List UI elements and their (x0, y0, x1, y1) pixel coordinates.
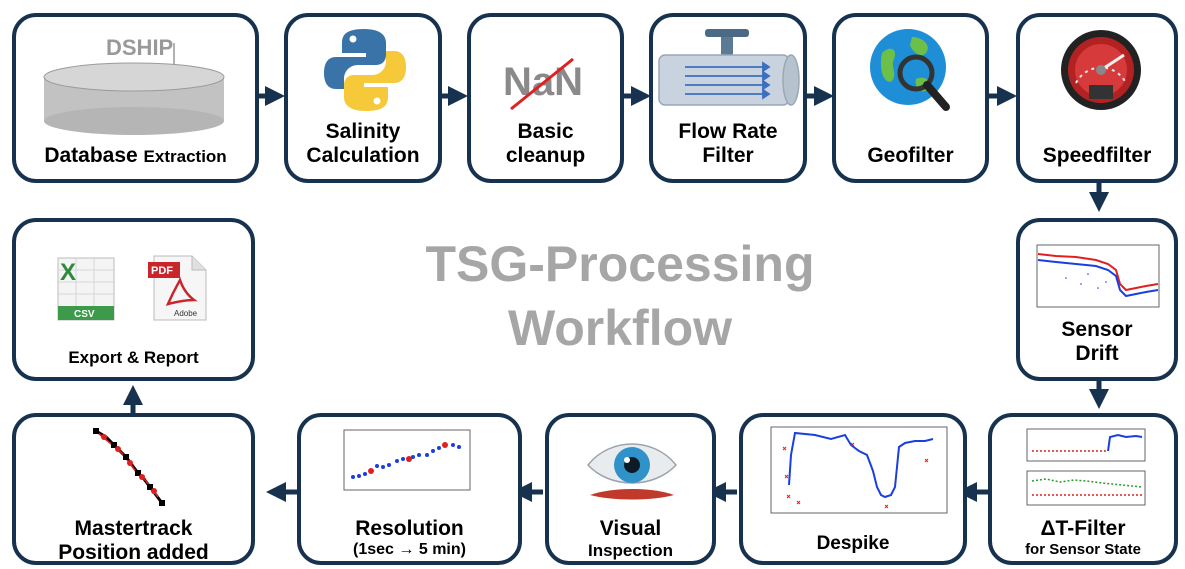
step-dtfilter-label: ΔT-Filter for Sensor State (992, 517, 1174, 558)
adobe-label: Adobe (174, 309, 198, 318)
step-despike: Despike (739, 413, 967, 565)
speedometer-icon (1061, 30, 1141, 110)
step-visual-label: Visual Inspection (549, 517, 712, 561)
step-salinity-line1: Salinity (325, 120, 401, 143)
step-despike-label: Despike (816, 533, 890, 554)
step-speedfilter-label: Speedfilter (1042, 144, 1152, 167)
step-drift-label: Sensor Drift (1020, 318, 1174, 366)
step-database-label-small: Extraction (143, 147, 227, 166)
pdf-file-icon: PDF Adobe (148, 255, 207, 321)
step-visual-line1: Visual (599, 517, 662, 540)
step-flowrate-line1: Flow Rate (678, 120, 778, 143)
step-flowrate-label: Flow Rate Filter (653, 120, 803, 168)
step-drift-line1: Sensor (1061, 318, 1133, 341)
step-salinity-label: Salinity Calculation (288, 120, 438, 168)
pipe-valve-icon (658, 29, 800, 106)
step-resolution-label: Resolution (1sec → 5 min) (301, 517, 518, 560)
step-database-label: Database Extraction (16, 144, 255, 168)
step-database-label-main: Database (44, 144, 138, 167)
step-dt-filter: ΔT-Filter for Sensor State (988, 413, 1178, 565)
resolution-plot-icon (343, 429, 471, 491)
step-cleanup-label: Basic cleanup (471, 120, 620, 168)
step-sensor-drift: Sensor Drift (1016, 218, 1178, 381)
step-resolution-line2: (1sec → 5 min) (353, 541, 466, 559)
step-cleanup-line1: Basic (517, 120, 574, 143)
pdf-label: PDF (151, 265, 173, 277)
nan-crossed-icon: NaN (503, 57, 583, 111)
csv-label: CSV (74, 309, 95, 320)
step-mastertrack-label: Mastertrack Position added (16, 517, 251, 565)
step-dtfilter-line1: ΔT-Filter (1040, 517, 1126, 540)
database-cylinder-icon: DSHIP (43, 35, 225, 135)
step-resolution: Resolution (1sec → 5 min) (297, 413, 522, 565)
workflow-title-line2: Workflow (507, 300, 733, 356)
step-resolution-line1: Resolution (355, 517, 464, 540)
python-logo-icon (324, 29, 406, 111)
step-database-extraction: DSHIP Database Extraction (12, 13, 259, 183)
sensor-state-plot-icon (1026, 428, 1146, 506)
step-export-report: X CSV PDF Adobe Export & Report (12, 218, 255, 381)
step-geofilter-label: Geofilter (867, 144, 954, 167)
step-flowrate-line2: Filter (702, 144, 754, 168)
step-salinity-calculation: Salinity Calculation (284, 13, 442, 183)
step-speedfilter: Speedfilter (1016, 13, 1178, 183)
step-export-label: Export & Report (68, 348, 199, 367)
dship-label: DSHIP (106, 35, 173, 60)
step-mastertrack-line1: Mastertrack (74, 517, 193, 540)
step-dtfilter-line2: for Sensor State (1025, 541, 1141, 559)
eye-icon (587, 443, 677, 500)
step-cleanup-line2: cleanup (505, 144, 586, 168)
step-drift-line2: Drift (1075, 342, 1119, 366)
step-visual-inspection: Visual Inspection (545, 413, 716, 565)
workflow-title-line1: TSG-Processing (425, 236, 815, 292)
step-flow-rate-filter: Flow Rate Filter (649, 13, 807, 183)
excel-x-glyph: X (60, 259, 76, 286)
step-salinity-line2: Calculation (306, 144, 420, 168)
step-geofilter: Geofilter (832, 13, 989, 183)
despike-plot-icon (770, 426, 948, 514)
step-visual-line2: Inspection (587, 541, 673, 561)
workflow-title: TSG-Processing Workflow (360, 232, 880, 360)
step-mastertrack: Mastertrack Position added (12, 413, 255, 565)
step-mastertrack-line2: Position added (58, 541, 209, 565)
globe-magnifier-icon (870, 29, 950, 111)
track-icon (93, 428, 165, 506)
csv-file-icon: X CSV (57, 257, 115, 321)
drift-plot-icon (1036, 244, 1160, 308)
step-basic-cleanup: NaN Basic cleanup (467, 13, 624, 183)
